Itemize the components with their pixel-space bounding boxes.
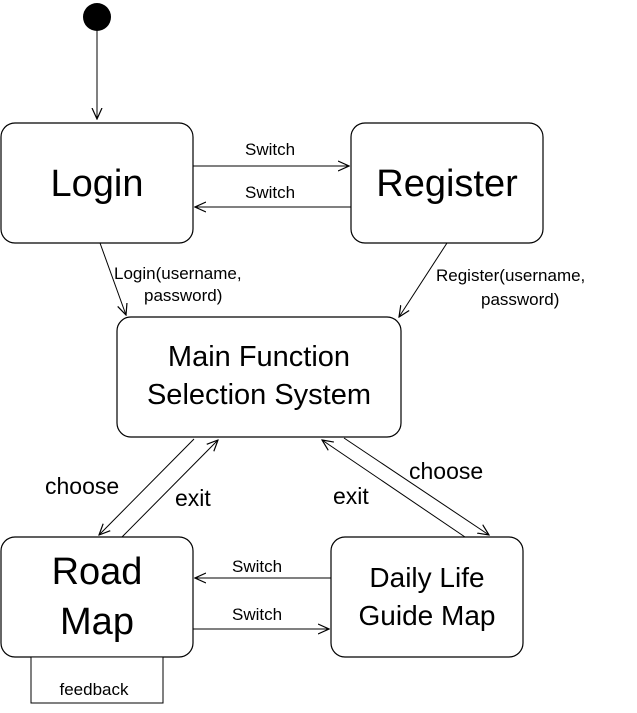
initial-state-dot: [83, 3, 111, 31]
daily-to-road-map-label: Switch: [232, 557, 282, 576]
daily-to-main-label: exit: [333, 483, 369, 509]
main-function-label-line2: Selection System: [147, 379, 371, 411]
main-function-label-line1: Main Function: [168, 341, 350, 373]
main-to-road-map-arrow: [99, 438, 195, 535]
daily-life-label-line1: Daily Life: [369, 562, 484, 593]
register-to-main-arrow: [399, 242, 448, 317]
daily-life-guide-map-state: [330, 536, 524, 658]
daily-life-label-line2: Guide Map: [359, 600, 496, 631]
feedback-label: feedback: [60, 680, 129, 699]
daily-to-main-arrow: [322, 440, 466, 538]
main-function-state: [116, 316, 402, 438]
main-to-road-map-label: choose: [45, 473, 119, 499]
login-to-register-label: Switch: [245, 140, 295, 159]
road-map-to-main-arrow: [121, 440, 218, 538]
road-map-to-main-label: exit: [175, 485, 211, 511]
main-to-daily-arrow: [343, 437, 489, 535]
register-to-main-label-line2: password): [481, 290, 559, 309]
road-map-label-line2: Map: [60, 601, 134, 643]
register-state-label: Register: [376, 163, 518, 205]
register-to-login-label: Switch: [245, 183, 295, 202]
feedback-box: [30, 656, 164, 704]
main-to-daily-label: choose: [409, 458, 483, 484]
login-to-main-arrow: [99, 242, 126, 315]
login-to-main-label-line2: password): [144, 286, 222, 305]
register-to-main-label-line1: Register(username,: [436, 266, 585, 285]
login-state: [0, 122, 194, 244]
login-to-main-label-line1: Login(username,: [114, 264, 242, 283]
login-state-label: Login: [51, 163, 144, 205]
road-map-label-line1: Road: [52, 551, 143, 593]
road-map-to-daily-label: Switch: [232, 605, 282, 624]
